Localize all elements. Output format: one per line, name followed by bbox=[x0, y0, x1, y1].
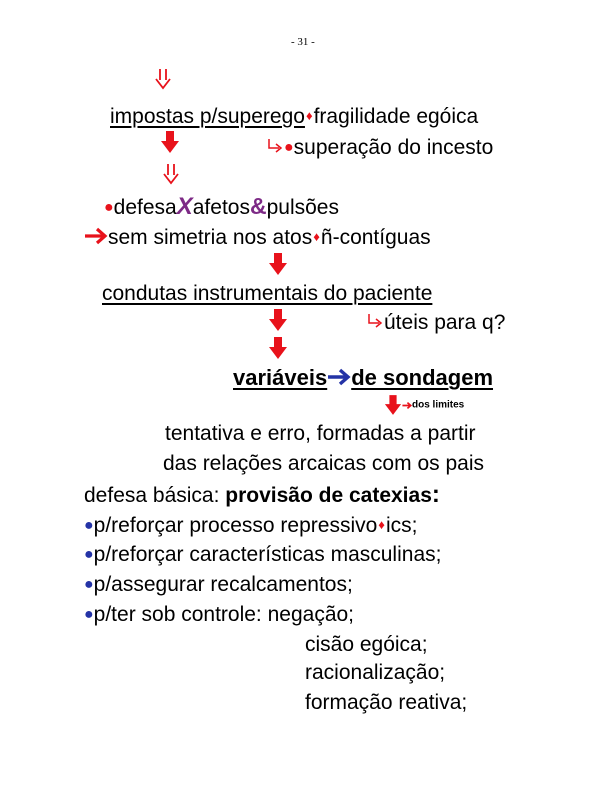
line-defesa: ●defesaXafetos&pulsões bbox=[104, 194, 339, 220]
line-defesa-basica: defesa básica: provisão de catexias: bbox=[84, 483, 440, 508]
hook-arrow-icon bbox=[266, 138, 284, 156]
diamond-icon: ♦ bbox=[305, 108, 313, 123]
contiguas-text: ñ-contíguas bbox=[320, 226, 431, 249]
sub-item-cisao: cisão egóica; bbox=[305, 633, 428, 656]
variaveis-text: variáveis bbox=[233, 365, 328, 390]
limites-text: dos limites bbox=[412, 399, 465, 411]
arrow-right-icon bbox=[327, 368, 351, 386]
bullet-icon: ● bbox=[84, 576, 94, 593]
bold-arrow-down-icon bbox=[268, 336, 288, 360]
line-tentativa: tentativa e erro, formadas a partir bbox=[165, 422, 476, 445]
bullet-icon: ● bbox=[284, 139, 294, 156]
uteis-text: úteis para q? bbox=[384, 311, 506, 334]
double-arrow-down-icon bbox=[154, 68, 172, 90]
bold-arrow-down-icon bbox=[268, 252, 288, 276]
sondagem-text: de sondagem bbox=[351, 365, 494, 390]
ics-text: ics; bbox=[385, 514, 418, 537]
diamond-icon: ♦ bbox=[313, 229, 320, 244]
line-impostas: impostas p/superego♦fragilidade egóica bbox=[110, 104, 478, 129]
superacao-text: superação do incesto bbox=[293, 136, 494, 159]
line-condutas: condutas instrumentais do paciente bbox=[102, 282, 433, 305]
bullet-icon: ● bbox=[84, 606, 94, 623]
reforcar-processo-text: p/reforçar processo repressivo bbox=[93, 514, 378, 537]
pulsoes-text: pulsões bbox=[266, 196, 339, 219]
line-relacoes: das relações arcaicas com os pais bbox=[163, 452, 484, 475]
list-item: ●p/assegurar recalcamentos; bbox=[84, 573, 353, 597]
arrow-right-icon bbox=[84, 227, 108, 245]
defesa-basica-text: defesa básica: bbox=[84, 484, 226, 507]
list-item: ●p/reforçar processo repressivo♦ics; bbox=[84, 513, 417, 538]
defesa-text: defesa bbox=[113, 196, 177, 219]
ter-controle-text: p/ter sob controle: negação; bbox=[93, 603, 355, 626]
line-uteis: úteis para q? bbox=[366, 311, 505, 335]
afetos-text: afetos bbox=[192, 196, 250, 219]
bold-arrow-down-icon bbox=[268, 308, 288, 332]
page-number: - 31 - bbox=[291, 36, 315, 48]
diamond-icon: ♦ bbox=[378, 517, 385, 532]
double-arrow-down-icon bbox=[162, 163, 180, 185]
line-sem-simetria: sem simetria nos atos♦ñ-contíguas bbox=[84, 225, 431, 250]
line-superacao: ●superação do incesto bbox=[266, 136, 493, 160]
arrow-right-icon bbox=[402, 401, 412, 410]
bullet-icon: ● bbox=[84, 517, 94, 534]
x-mark-icon: X bbox=[176, 193, 193, 220]
assegurar-text: p/assegurar recalcamentos; bbox=[93, 573, 353, 596]
sub-item-formacao: formação reativa; bbox=[305, 691, 468, 714]
provisao-text: provisão de catexias bbox=[225, 484, 432, 507]
colon-text: : bbox=[431, 481, 440, 508]
bullet-icon: ● bbox=[84, 546, 94, 563]
sem-simetria-text: sem simetria nos atos bbox=[108, 226, 313, 249]
bullet-icon: ● bbox=[104, 199, 114, 216]
reforcar-caracteristicas-text: p/reforçar características masculinas; bbox=[93, 543, 442, 566]
fragilidade-text: fragilidade egóica bbox=[313, 105, 479, 128]
list-item: ●p/ter sob controle: negação; bbox=[84, 603, 354, 627]
bold-arrow-down-icon bbox=[160, 130, 180, 154]
impostas-text: impostas p/superego bbox=[110, 105, 305, 128]
line-variaveis: variáveis de sondagem bbox=[233, 366, 493, 390]
hook-arrow-icon bbox=[366, 313, 384, 331]
line-limites: dos limites bbox=[384, 394, 464, 416]
bold-arrow-down-icon bbox=[384, 394, 402, 416]
ampersand-icon: & bbox=[249, 193, 267, 219]
list-item: ●p/reforçar características masculinas; bbox=[84, 543, 441, 567]
sub-item-racionalizacao: racionalização; bbox=[305, 661, 446, 684]
